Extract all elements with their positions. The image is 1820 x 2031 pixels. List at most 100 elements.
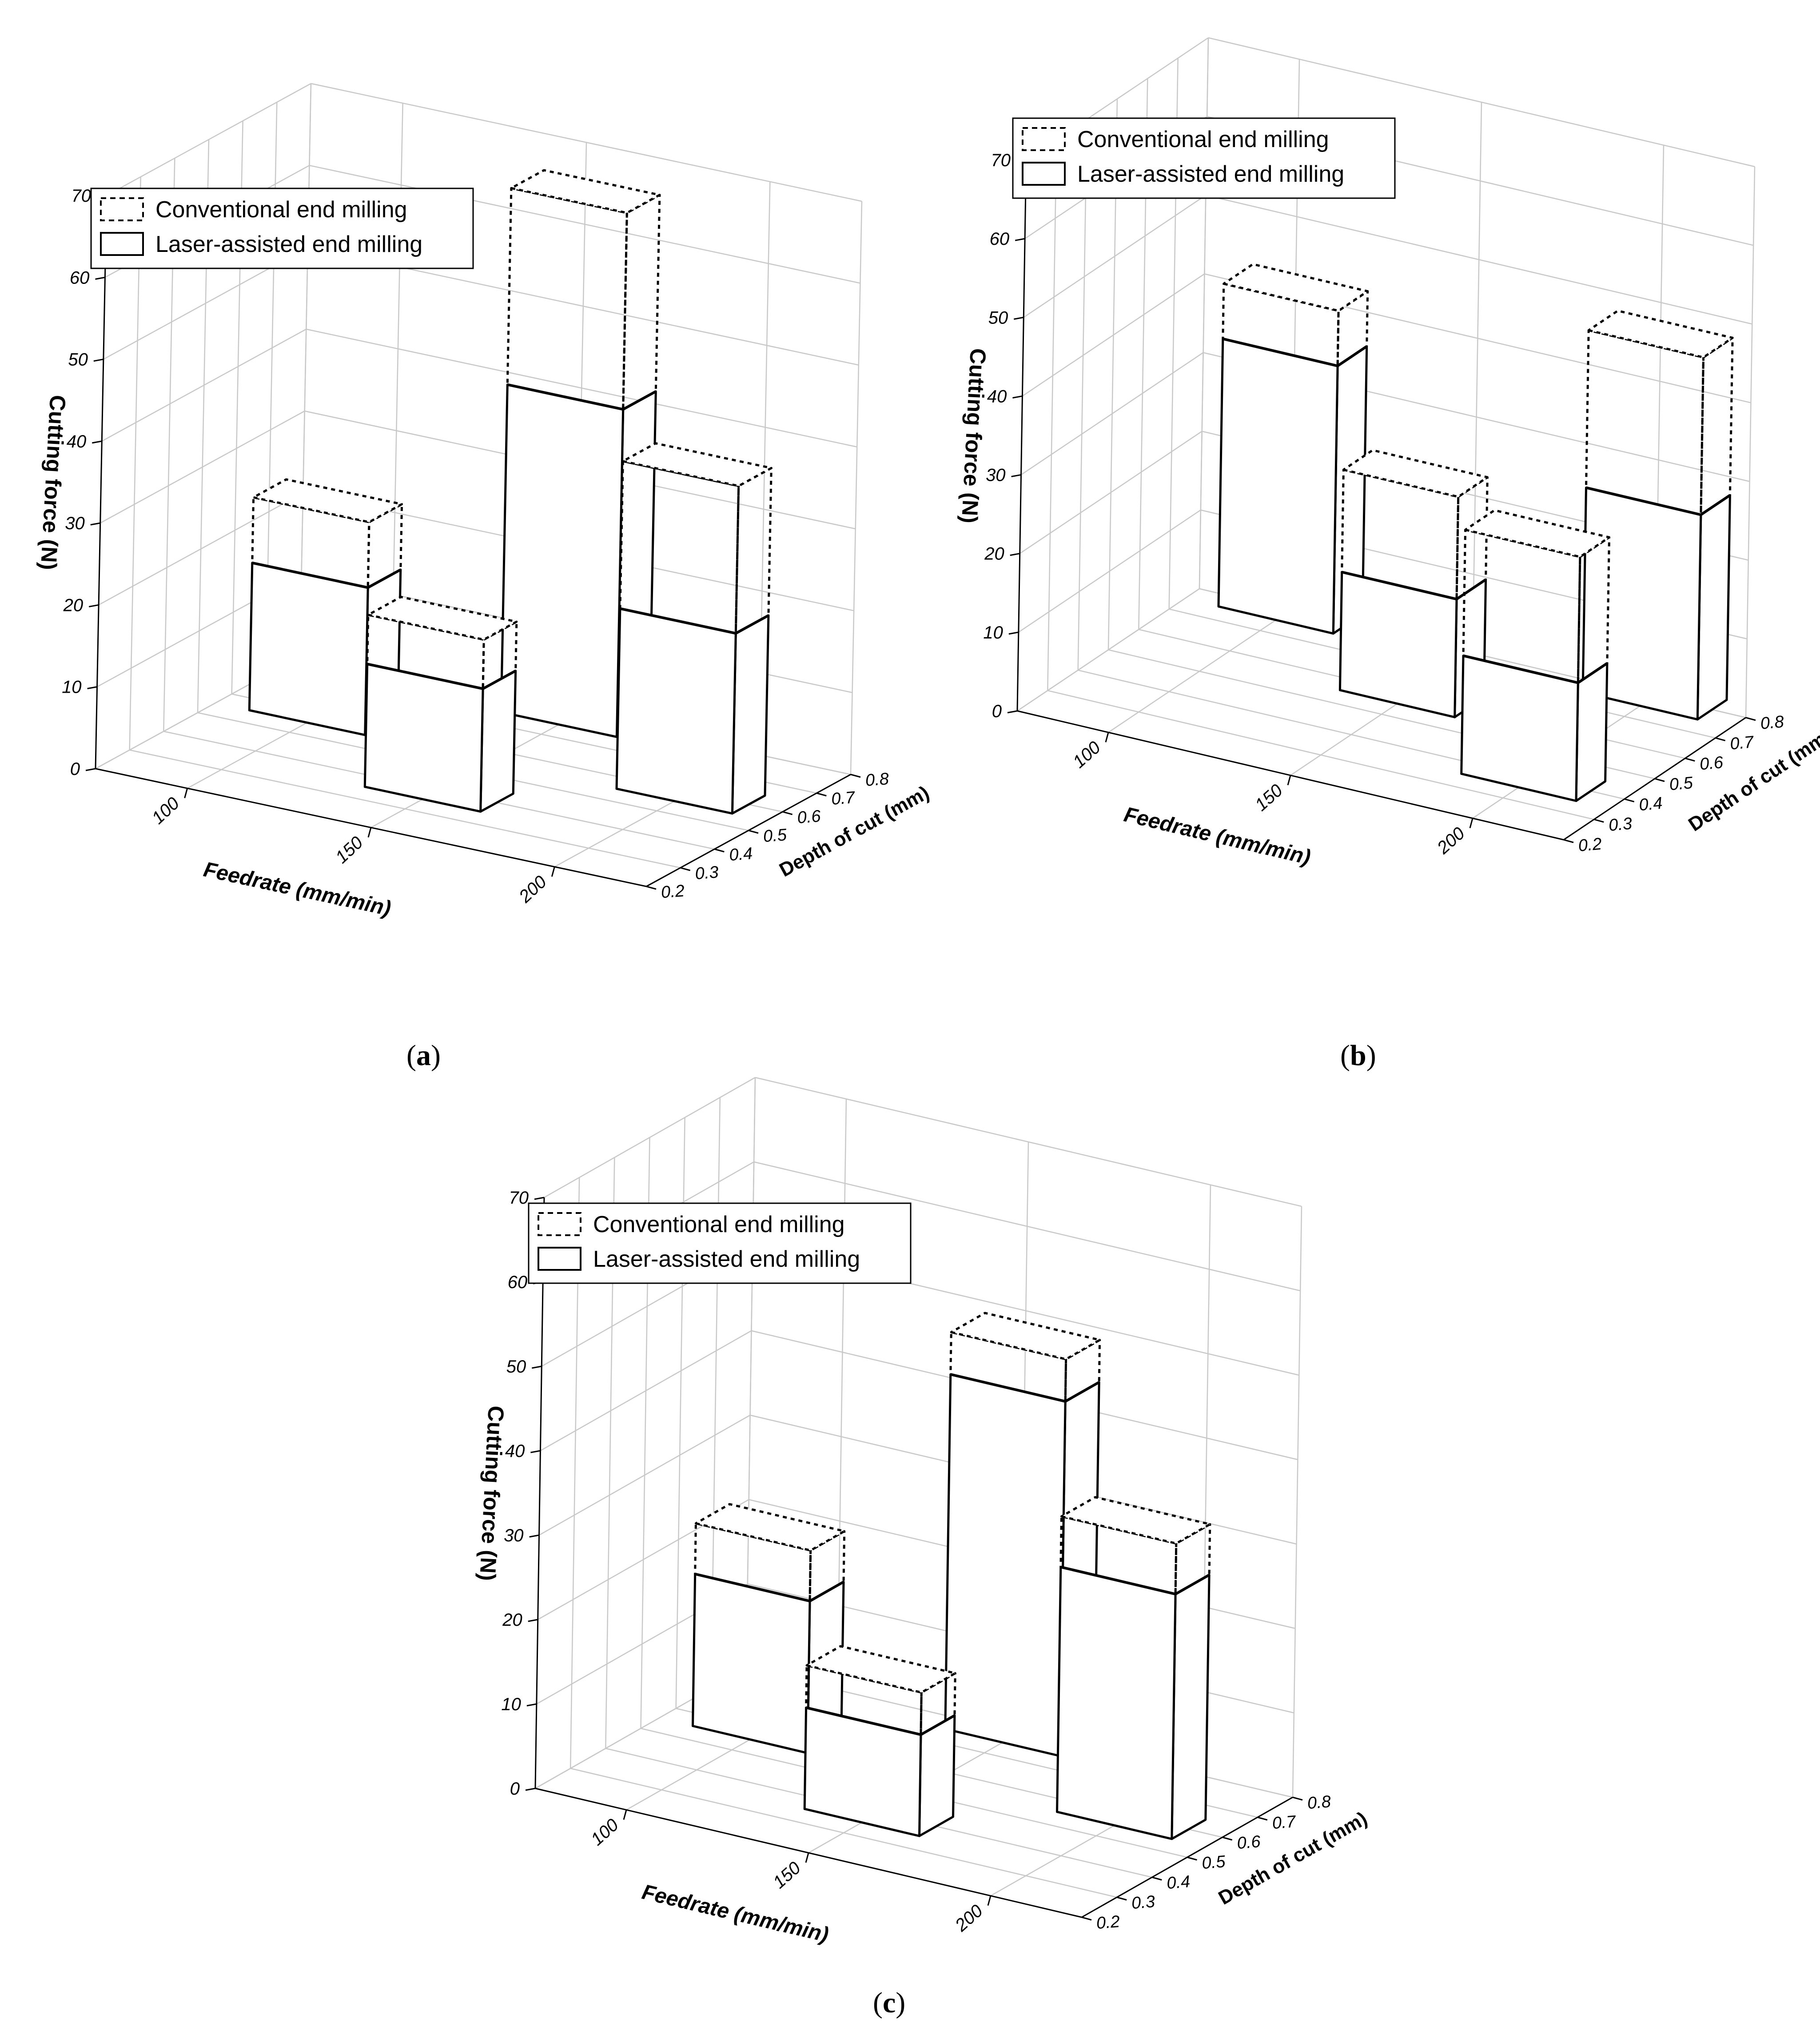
x-tick-label: 100 — [587, 1815, 622, 1849]
z-tick-label: 40 — [505, 1441, 525, 1461]
y-tick-mark — [850, 774, 861, 778]
conventional-bar-top — [950, 1312, 1101, 1361]
grid-line — [544, 1077, 756, 1198]
z-tick-label: 60 — [70, 268, 90, 287]
z-axis-title: Cutting force (N) — [957, 348, 991, 524]
y-tick-label: 0.6 — [1699, 753, 1724, 774]
z-tick-mark — [1015, 238, 1025, 241]
z-tick-label: 10 — [501, 1695, 521, 1714]
grid-line — [1047, 690, 1594, 820]
y-tick-label: 0.5 — [763, 826, 788, 846]
z-tick-mark — [532, 1365, 542, 1369]
z-tick-label: 20 — [984, 544, 1004, 564]
conventional-bar-side — [1700, 336, 1734, 516]
legend-dotted-swatch — [1022, 127, 1066, 151]
x-axis-title: Feedrate (mm/min) — [1122, 803, 1313, 870]
z-tick-label: 70 — [509, 1188, 529, 1208]
x-tick-mark — [623, 1809, 627, 1820]
caption-c-letter: c — [882, 1987, 896, 2019]
conventional-bar-top — [510, 169, 661, 214]
bar-150-0.6 — [1338, 449, 1489, 718]
grid-line — [1208, 37, 1755, 168]
y-tick-label: 0.6 — [1236, 1832, 1262, 1853]
y-tick-mark — [1222, 1836, 1233, 1841]
z-tick-label: 30 — [504, 1526, 524, 1545]
x-tick-label: 200 — [515, 872, 550, 906]
y-tick-label: 0.7 — [831, 788, 856, 809]
z-axis-line — [534, 1197, 545, 1789]
conventional-bar-top — [252, 478, 403, 523]
legend-label-laser: Laser-assisted end milling — [155, 231, 422, 257]
legend-label-laser: Laser-assisted end milling — [593, 1246, 860, 1272]
bar-150-0.4 — [363, 596, 518, 813]
conventional-bar-top — [1464, 509, 1610, 558]
conventional-bar-top — [805, 1645, 956, 1694]
z-tick-label: 50 — [68, 350, 88, 370]
grid-line — [309, 165, 860, 284]
laser-bar-side — [1696, 494, 1731, 721]
conventional-bar-top — [1223, 263, 1369, 312]
grid-line — [540, 1330, 752, 1452]
z-tick-label: 20 — [63, 595, 84, 615]
legend-dotted-swatch — [538, 1212, 581, 1236]
conventional-bar-front — [1585, 329, 1705, 516]
z-tick-label: 30 — [65, 514, 85, 533]
y-tick-mark — [1116, 1896, 1127, 1901]
conventional-bar-side — [734, 467, 773, 634]
laser-bar-front — [803, 1706, 922, 1837]
z-tick-mark — [1011, 474, 1021, 478]
laser-bar-side — [479, 670, 517, 813]
y-tick-mark — [1563, 839, 1574, 843]
grid-line — [129, 176, 141, 750]
conventional-bar-top — [1342, 449, 1489, 498]
laser-bar-side — [731, 614, 770, 815]
x-tick-label: 150 — [769, 1858, 804, 1892]
z-tick-mark — [1007, 710, 1018, 714]
x-tick-mark — [367, 827, 372, 838]
y-tick-label: 0.3 — [694, 863, 719, 883]
grid-line — [1018, 509, 1201, 633]
legend-solid-swatch — [1022, 162, 1066, 186]
y-tick-mark — [1654, 778, 1665, 782]
y-tick-label: 0.3 — [1131, 1892, 1156, 1913]
grid-line — [311, 83, 862, 202]
y-tick-mark — [1685, 758, 1695, 762]
laser-bar-top-edge — [507, 383, 657, 411]
conventional-bar-top — [1587, 309, 1734, 359]
bar-200-0.6 — [1056, 1496, 1211, 1840]
z-axis-title: Cutting force (N) — [475, 1405, 509, 1582]
grid-line — [100, 411, 305, 524]
laser-bar-top-edge — [695, 1572, 844, 1603]
z-tick-label: 0 — [70, 759, 80, 779]
y-tick-mark — [748, 830, 759, 834]
y-tick-mark — [1187, 1856, 1197, 1861]
z-axis-line — [1016, 160, 1027, 711]
legend-box — [528, 1202, 912, 1284]
laser-bar-side — [1171, 1574, 1211, 1840]
caption-c: (c) — [873, 1987, 906, 2019]
z-tick-label: 60 — [990, 229, 1010, 249]
grid-line — [1205, 195, 1752, 325]
grid-line — [129, 749, 681, 869]
grid-line — [745, 1077, 756, 1669]
z-tick-mark — [87, 686, 97, 690]
grid-line — [570, 1768, 1117, 1898]
grid-line — [850, 201, 863, 775]
grid-line — [1020, 431, 1203, 554]
legend-solid-swatch — [538, 1247, 581, 1271]
laser-bar-front — [692, 1573, 811, 1754]
y-tick-mark — [1715, 737, 1726, 742]
caption-b: (b) — [1340, 1039, 1376, 1072]
y-tick-label: 0.8 — [1306, 1792, 1331, 1813]
z-tick-label: 40 — [67, 432, 87, 451]
legend-label-conventional: Conventional end milling — [155, 197, 407, 223]
x-tick-mark — [551, 866, 555, 877]
caption-a: (a) — [406, 1039, 441, 1072]
grid-line — [1017, 588, 1200, 712]
bar-150-0.4 — [803, 1645, 956, 1837]
caption-b-letter: b — [1350, 1039, 1366, 1072]
